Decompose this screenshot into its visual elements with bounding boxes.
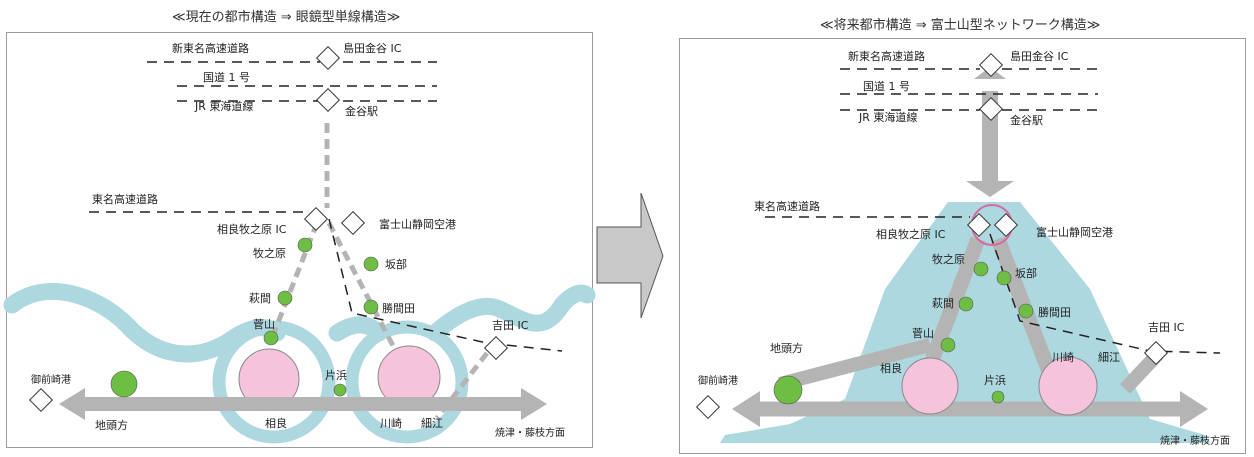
west-arrowhead [732,391,760,427]
sagara-makinohara-ic-diamond [303,206,329,232]
sugeyama-node [263,330,279,346]
katsumata-label: 勝間田 [382,301,415,315]
shimada-kanaya-ic-label: 島田金谷 IC [343,41,402,55]
yoshida-ic-diamond [483,335,509,361]
east-arrowhead [521,388,547,420]
route1-label: 国道 1 号 [203,70,250,84]
katsumata-node [363,299,379,315]
fuji-airport-label: 富士山静岡空港 [1036,225,1113,239]
jitogata-node [110,370,138,398]
yoshida-ic-diamond [1143,340,1169,366]
kanaya-station-diamond [315,87,341,113]
sugeyama-label: 菅山 [253,318,275,331]
shin-tomei-label: 新東名高速道路 [848,49,925,63]
omaezaki-port-label: 御前崎港 [31,373,71,386]
yaizu-label: 焼津・藤枝方面 [495,426,565,439]
kanaya-station-label: 金谷駅 [1010,113,1043,127]
sakabe-node [363,256,379,272]
down-arrowhead [966,181,1014,197]
kawasaki-label: 川崎 [380,416,402,430]
sugeyama-node [940,337,956,353]
jitogata-label: 地頭方 [770,341,803,355]
katahama-node [991,390,1005,404]
left-diagram-title: ≪現在の都市構造 ⇒ 眼鏡型単線構造≫ [172,10,401,25]
sakabe-node [996,270,1012,286]
jr-label: JR 東海道線 [858,110,917,124]
fuji-airport-label: 富士山静岡空港 [379,217,456,231]
shimada-kanaya-ic-label: 島田金谷 IC [1010,49,1069,63]
kawasaki-center [1038,356,1098,416]
sagara-makinohara-ic-label: 相良牧之原 IC [876,227,946,241]
sugeyama-label: 菅山 [912,327,934,340]
fuji-airport-diamond [340,210,366,236]
hagima-label: 萩間 [249,292,271,305]
omaezaki-port-label: 御前崎港 [698,374,738,387]
tomei-label: 東名高速道路 [92,192,158,206]
makinohara-node [973,261,989,277]
makinohara-label: 牧之原 [253,246,286,260]
transition-arrow [596,192,664,319]
shimada-kanaya-ic-diamond [315,45,341,71]
sakabe-label: 坂部 [385,257,407,271]
sagara-label: 相良 [265,416,287,430]
tomei-label: 東名高速道路 [754,199,820,213]
yaizu-label: 焼津・藤枝方面 [1160,434,1230,447]
shin-tomei-label: 新東名高速道路 [172,41,249,55]
hagima-label: 萩間 [932,297,954,310]
katahama-label: 片浜 [984,374,1006,387]
katahama-label: 片浜 [325,369,347,382]
katahama-node [333,383,347,397]
west-arrowhead [59,388,85,420]
fuji-airport-diamond [993,212,1019,238]
hagima-node [958,296,974,312]
future-structure-diagram: 新東名高速道路 島田金谷 IC 国道 1 号 JR 東海道線 金谷駅 東名高速道… [679,38,1246,454]
hosoe-label: 細江 [421,417,443,430]
sagara-center [901,357,959,415]
sakabe-label: 坂部 [1015,266,1037,280]
katsumata-label: 勝間田 [1038,305,1071,319]
yoshida-ic-label: 吉田 IC [1148,321,1185,334]
omaezaki-port-diamond [28,387,54,413]
east-arrowhead [1180,391,1208,427]
katsumata-node [1018,303,1034,319]
kawasaki-label: 川崎 [1052,350,1074,364]
kanaya-station-label: 金谷駅 [345,104,378,118]
makinohara-node [297,237,313,253]
kanaya-station-diamond [978,96,1004,122]
yoshida-ic-label: 吉田 IC [492,319,529,332]
hagima-node [277,290,293,306]
sagara-makinohara-ic-label: 相良牧之原 IC [217,222,287,236]
jitogata-label: 地頭方 [95,418,128,432]
omaezaki-port-diamond [695,394,721,420]
right-diagram-title: ≪将来都市構造 ⇒ 富士山型ネットワーク構造≫ [820,18,1101,33]
jitogata-node [773,375,803,405]
route1-label: 国道 1 号 [863,79,910,93]
shimada-kanaya-ic-diamond [978,52,1004,78]
current-structure-diagram: 新東名高速道路 島田金谷 IC 国道 1 号 JR 東海道線 金谷駅 東名高速道… [3,32,596,448]
sagara-makinohara-ic-diamond [966,212,992,238]
hosoe-label: 細江 [1098,351,1120,364]
jr-label: JR 東海道線 [194,99,253,113]
makinohara-label: 牧之原 [932,252,965,266]
sagara-label: 相良 [880,361,902,375]
